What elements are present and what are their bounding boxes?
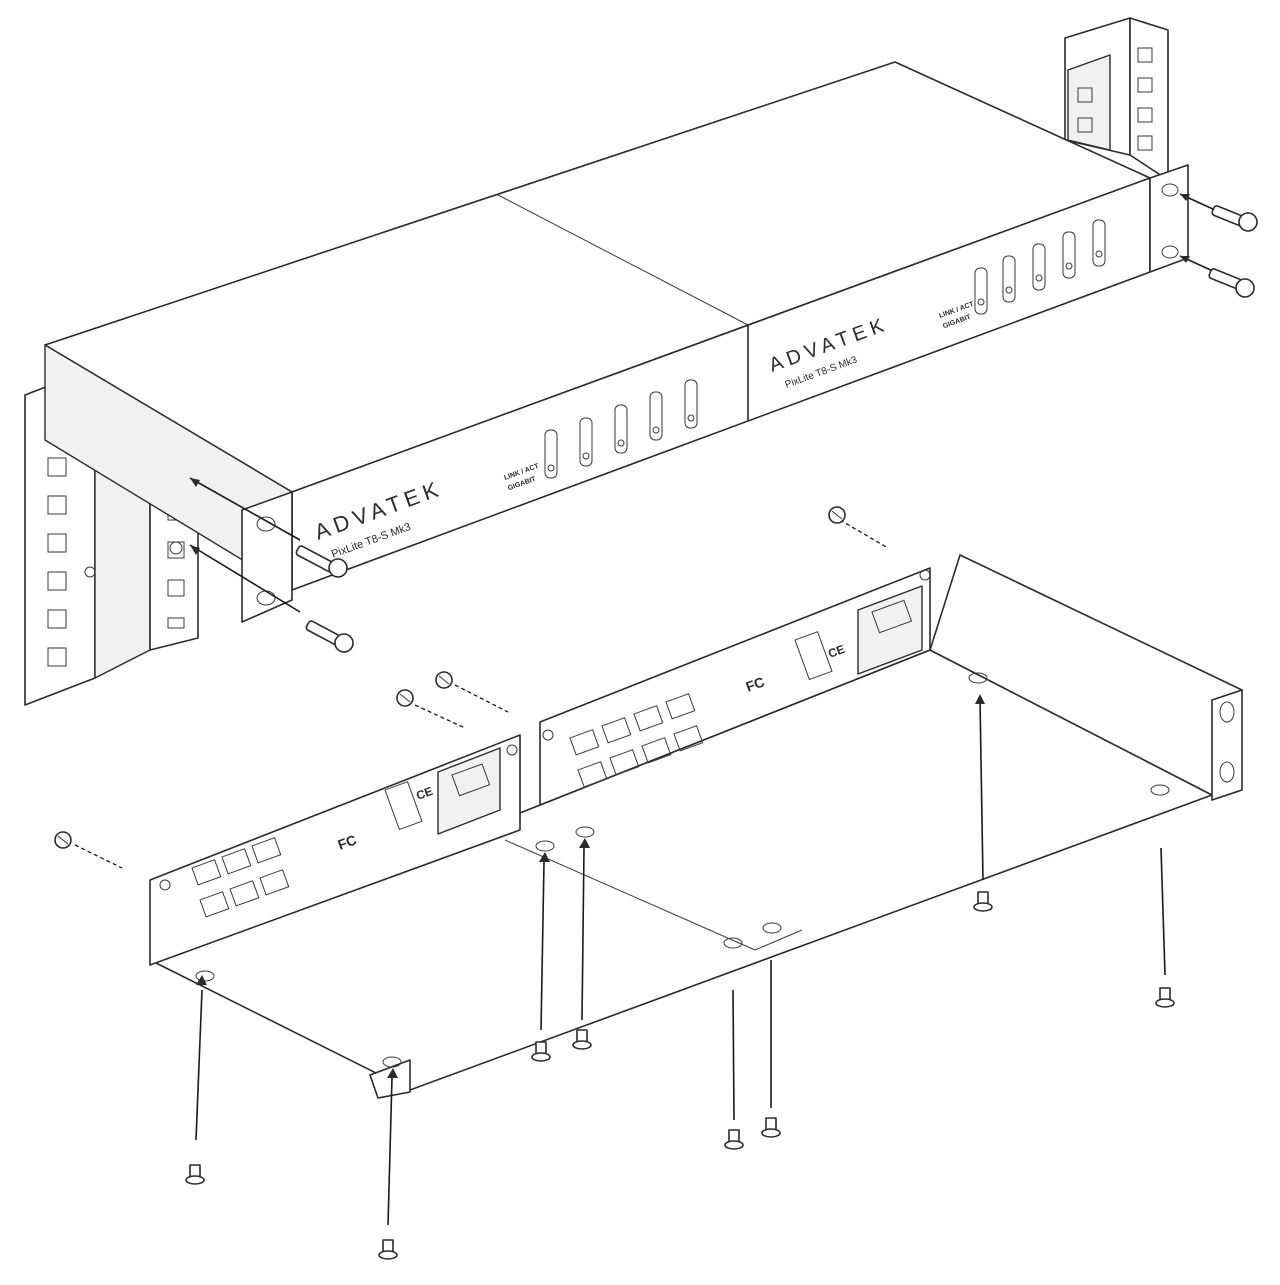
screw-icon — [828, 506, 846, 524]
right-mounting-ear — [1149, 164, 1189, 273]
screw-icon — [973, 891, 993, 912]
fcc-mark: FC — [336, 831, 359, 852]
ethernet-port-icon — [191, 837, 290, 918]
left-mounting-ear — [241, 491, 293, 623]
screw-icon — [378, 1239, 398, 1260]
rear-panel-screws — [54, 506, 889, 869]
panel-corner-fixings — [159, 569, 931, 891]
right-rear-panel: FC CE — [539, 567, 931, 806]
screw-icon — [1208, 268, 1255, 298]
bottom-screws — [185, 694, 1175, 1260]
ce-mark: CE — [414, 784, 434, 803]
front-right-screws — [1179, 193, 1258, 298]
screw-icon — [185, 1164, 205, 1185]
screw-icon — [572, 1029, 592, 1050]
fcc-mark-2: FC — [744, 673, 767, 694]
upper-assembly: ADVATEK PixLite T8-S Mk3 ADVATEK PixLite… — [24, 17, 1258, 706]
screw-icon — [1211, 205, 1258, 232]
lower-assembly: FC CE — [54, 506, 1243, 1260]
front-left-screws — [189, 477, 354, 653]
left-rear-panel: FC CE — [149, 734, 521, 966]
right-indicators — [974, 219, 1106, 315]
ce-mark-2: CE — [826, 642, 846, 661]
screw-icon — [295, 545, 348, 578]
screw-icon — [54, 831, 72, 849]
screw-icon — [724, 1129, 744, 1150]
left-indicators — [544, 379, 698, 479]
screw-icon — [531, 1041, 551, 1062]
screw-icon — [1155, 987, 1175, 1008]
tray-right-ear — [1211, 689, 1243, 801]
screw-icon — [435, 671, 453, 689]
screw-icon — [305, 620, 354, 653]
power-inlet-icon — [437, 747, 501, 835]
screw-icon — [396, 689, 414, 707]
screw-icon — [761, 1117, 781, 1138]
ethernet-port-icon — [569, 693, 704, 788]
tray-left-ear — [369, 1059, 411, 1099]
right-rack-rail — [1064, 17, 1169, 181]
tray-floor-holes — [195, 672, 1170, 1068]
power-inlet-icon — [857, 585, 923, 675]
